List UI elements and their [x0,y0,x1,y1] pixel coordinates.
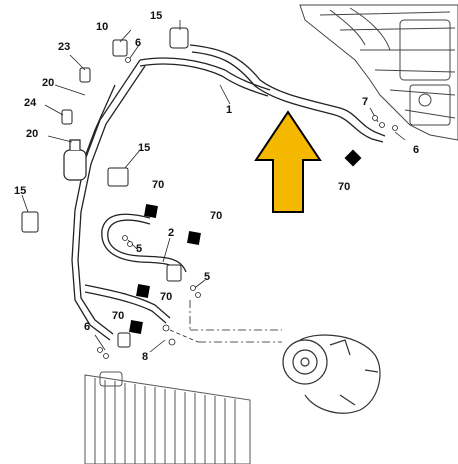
label-8: 8 [142,351,148,363]
compressor-sketch [282,334,381,414]
hose-2 [84,213,187,324]
small-parts [21,27,189,348]
label-6-right: 6 [413,144,419,156]
marker-70-c [136,284,150,298]
label-7: 7 [362,96,368,108]
label-70-right: 70 [338,181,350,193]
marker-70-right [344,149,362,167]
marker-70-d [129,320,143,334]
torque-markers [129,149,362,334]
receiver-drier [63,139,87,181]
label-15-top: 15 [150,10,162,22]
condenser-sketch [84,371,251,464]
label-70-b: 70 [210,210,222,222]
engine-bay-sketch [299,4,458,141]
marker-70-a [144,204,158,218]
marker-70-b [187,231,201,245]
label-24: 24 [24,97,37,109]
label-70-a: 70 [152,179,164,191]
label-70-d: 70 [112,310,124,322]
hose-1 [71,44,386,341]
label-2: 2 [168,227,174,239]
label-6-top: 6 [135,37,141,49]
label-6-low: 6 [84,321,90,333]
label-20-b: 20 [26,128,38,140]
label-5-a: 5 [136,243,142,255]
o-rings [97,57,398,359]
label-15-mid: 15 [138,142,150,154]
label-10: 10 [96,21,108,33]
highlight-arrow [254,110,322,213]
leader-lines [21,20,406,353]
label-23: 23 [58,41,70,53]
label-1: 1 [226,104,232,116]
label-15-left: 15 [14,185,26,197]
label-20-a: 20 [42,77,54,89]
part-labels: 15 10 6 23 20 24 20 1 7 6 70 15 15 70 70… [14,10,419,363]
label-5-b: 5 [204,271,210,283]
label-70-c: 70 [160,291,172,303]
